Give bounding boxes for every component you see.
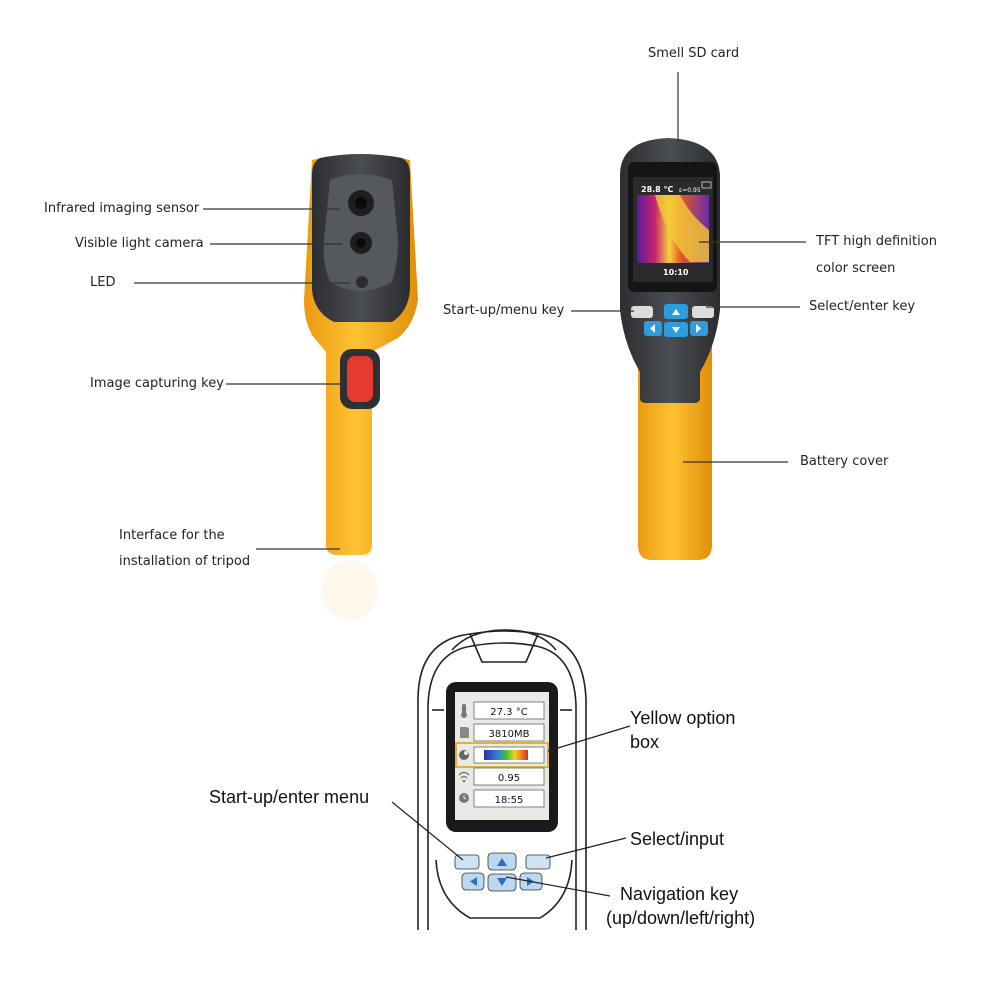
menu-row-text-0: 27.3 °C: [490, 707, 527, 718]
select-input-key[interactable]: [525, 854, 551, 870]
menu-device-outline: [417, 629, 587, 930]
led-light: [356, 276, 368, 288]
menu-rows: [455, 701, 549, 808]
label-capture-key: Image capturing key: [90, 376, 224, 391]
front-leader-lines: [134, 208, 350, 550]
back-view-device: [620, 138, 720, 560]
select-key[interactable]: [692, 306, 714, 318]
label-battery-cover: Battery cover: [800, 454, 889, 469]
menu-row-text-3: 0.95: [498, 773, 520, 784]
screen-emissivity: ε=0.95: [679, 187, 701, 194]
front-view-device: [304, 154, 418, 620]
menu-row-temperature[interactable]: [473, 701, 545, 720]
label-visible-camera: Visible light camera: [75, 236, 204, 251]
thermometer-icon: [461, 704, 467, 718]
screen-temperature: 28.8 °C: [641, 185, 674, 194]
label-infrared-sensor: Infrared imaging sensor: [44, 201, 200, 216]
clock-icon: [459, 793, 469, 803]
yellow-option-box: [455, 742, 549, 768]
menu-row-text-4: 18:55: [495, 795, 524, 806]
label-tripod-line2: installation of tripod: [119, 554, 251, 569]
label-nav-line1: Navigation key: [620, 884, 739, 904]
menu-keypad: [454, 852, 551, 892]
menu-key[interactable]: [631, 306, 653, 318]
label-yellow-line2: box: [630, 732, 660, 752]
menu-row-icons: [458, 704, 470, 803]
label-select-input: Select/input: [630, 829, 725, 849]
label-startup-menu-key: Start-up/menu key: [443, 303, 565, 318]
menu-leader-lines: [391, 725, 631, 897]
sd-card-icon: [460, 727, 469, 738]
screen-keypad: [631, 304, 714, 337]
wifi-icon: [458, 771, 470, 783]
label-led: LED: [90, 275, 116, 290]
label-select-enter-key: Select/enter key: [809, 299, 916, 314]
label-start-enter-menu: Start-up/enter menu: [209, 787, 370, 807]
palette-swatch: [484, 750, 528, 760]
label-tft-line2: color screen: [816, 261, 896, 276]
palette-icon: [459, 750, 469, 760]
menu-row-text-1: 3810MB: [489, 729, 530, 740]
screen-time: 10:10: [663, 268, 689, 277]
back-leader-lines: [571, 72, 806, 463]
label-tft-line1: TFT high definition: [816, 234, 937, 249]
menu-row-emissivity[interactable]: [473, 767, 545, 786]
image-capture-key[interactable]: [347, 356, 373, 402]
menu-row-storage[interactable]: [473, 723, 545, 742]
label-nav-line2: (up/down/left/right): [606, 908, 756, 928]
label-tripod-line1: Interface for the: [119, 528, 225, 543]
label-sd-card: Smell SD card: [648, 46, 740, 61]
label-yellow-line1: Yellow option: [630, 708, 736, 728]
menu-row-time[interactable]: [473, 789, 545, 808]
